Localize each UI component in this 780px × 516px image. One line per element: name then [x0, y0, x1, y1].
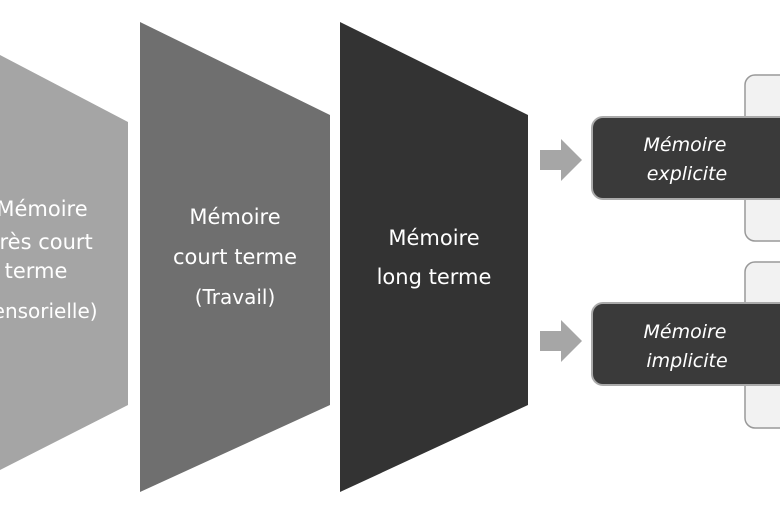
stage-short-term-memory: Mémoire court terme (Travail) — [140, 22, 330, 492]
stage-sensory-memory: Mémoire très court terme (sensorielle) — [0, 55, 128, 470]
arrow-right-icon — [540, 320, 582, 362]
arrow-right-icon — [540, 139, 582, 181]
stage-long-term-memory: Mémoire long terme — [340, 22, 528, 492]
stage-sublabel: (Travail) — [195, 285, 276, 309]
stage-label-line: court terme — [173, 245, 297, 269]
branch-box — [591, 116, 780, 200]
stage-label-line: Mémoire — [0, 197, 88, 221]
stage-label-line: long terme — [377, 265, 492, 289]
stage-shape — [0, 55, 128, 470]
branch-label-line: explicite — [647, 163, 727, 185]
stage-label-line: terme — [5, 259, 68, 283]
stage-shape — [340, 22, 528, 492]
branch-label-line: implicite — [646, 350, 727, 372]
branch-label-line: Mémoire — [644, 134, 727, 156]
branch-box — [591, 302, 780, 386]
branch-implicit-memory: Mémoire implicite — [591, 302, 780, 386]
stage-shape — [140, 22, 330, 492]
stage-label-line: Mémoire — [189, 205, 280, 229]
branch-explicit-memory: Mémoire explicite — [591, 116, 780, 200]
stage-label-line: Mémoire — [388, 226, 479, 250]
branch-label-line: Mémoire — [644, 321, 727, 343]
stage-label-line: très court — [0, 230, 93, 254]
stage-sublabel: (sensorielle) — [0, 299, 98, 323]
